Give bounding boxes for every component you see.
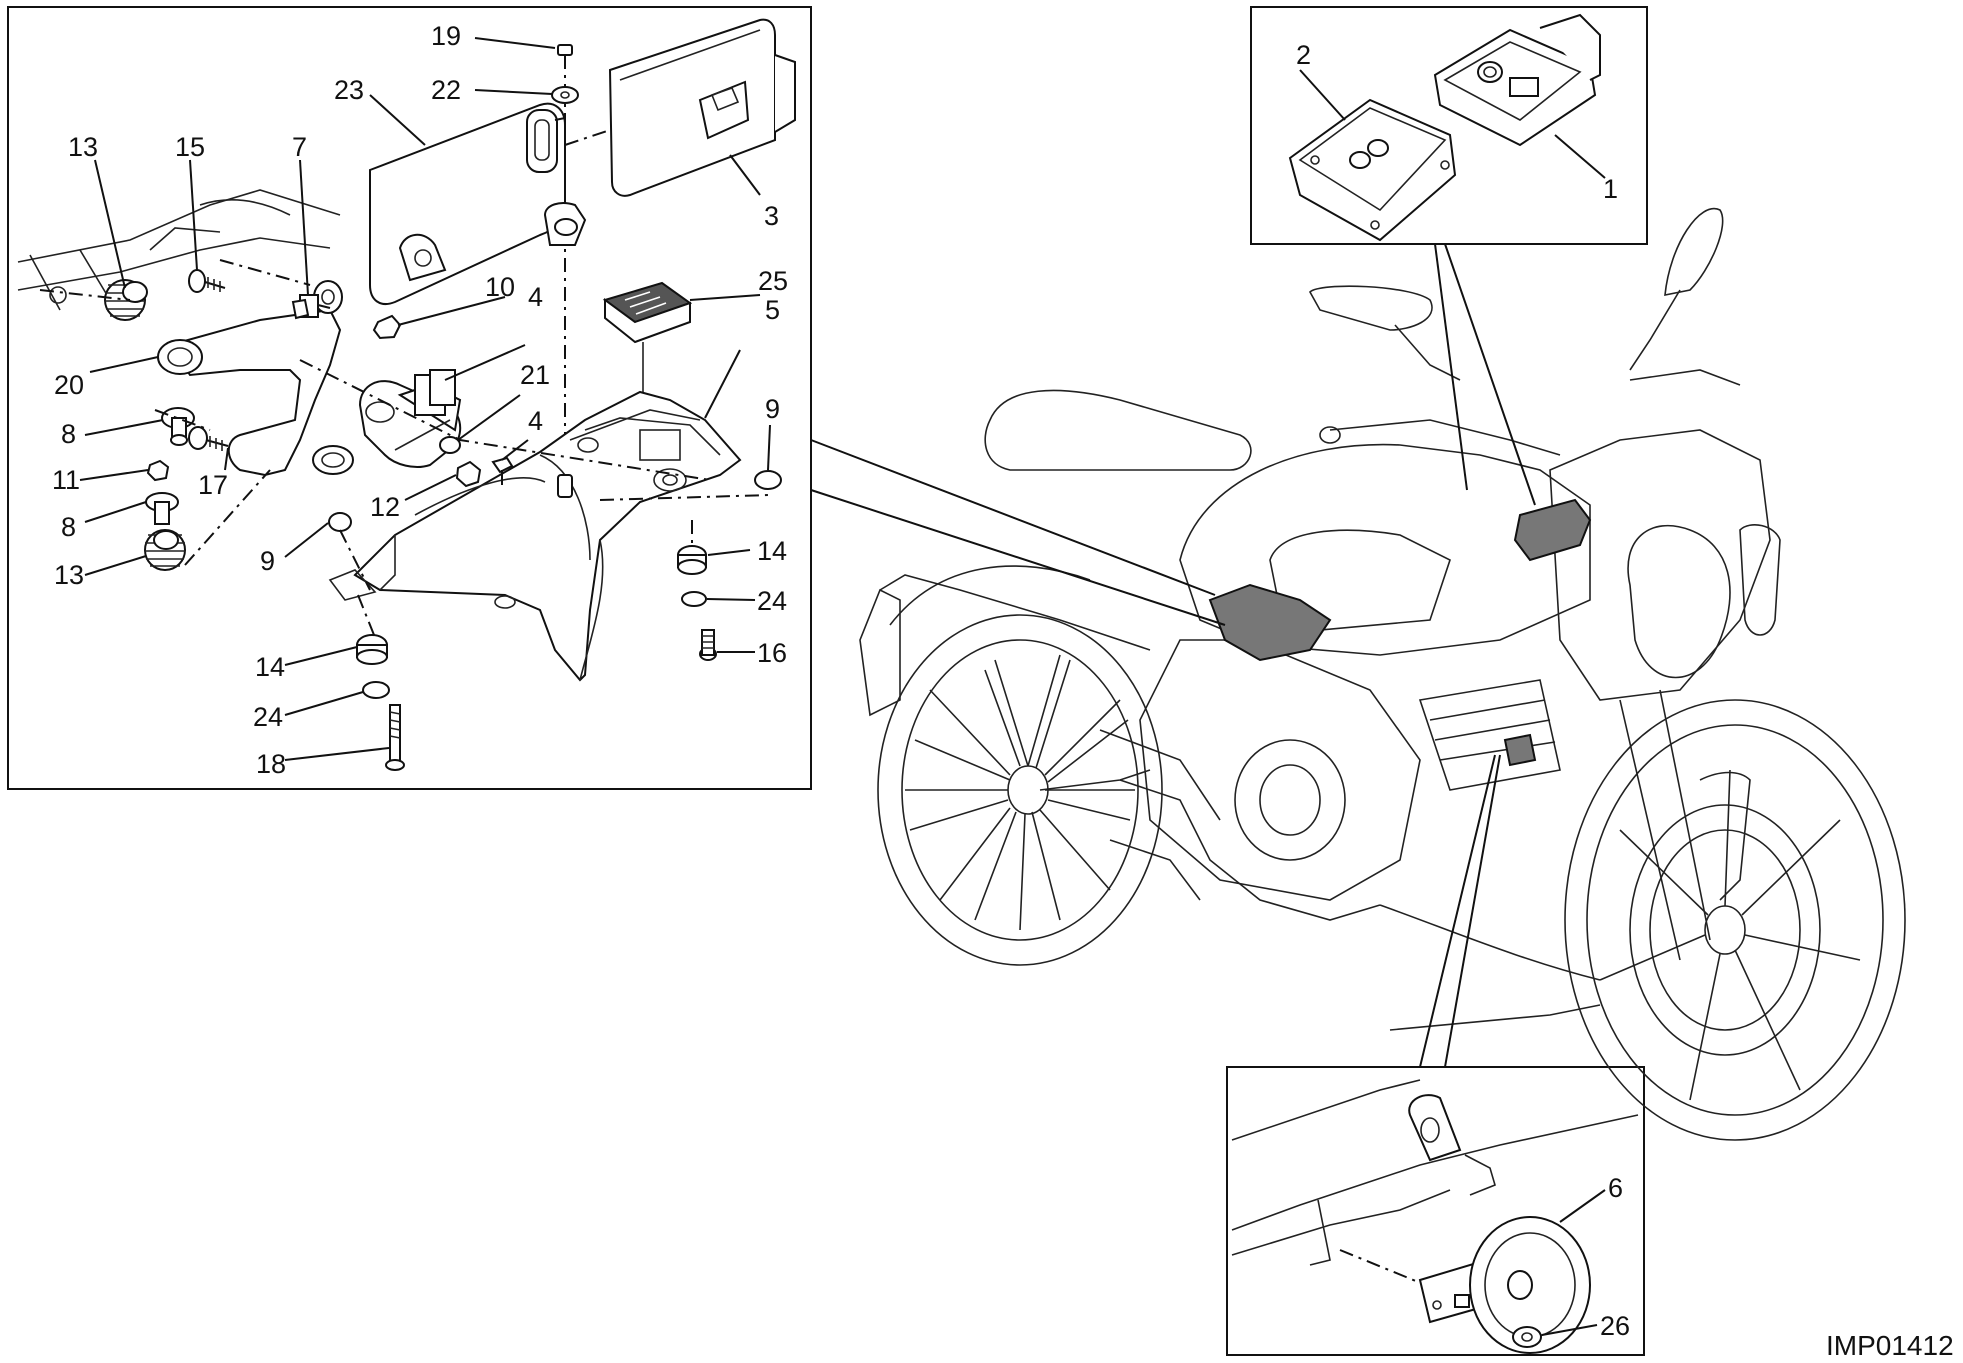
callout-14-left: 14 [255,652,285,682]
callout-6: 6 [1608,1173,1623,1203]
callout-labels: 19 22 23 3 13 15 7 10 25 20 4 21 5 9 8 4… [52,21,1630,1341]
callout-7: 7 [292,132,307,162]
callout-11: 11 [52,465,80,495]
callout-leaders [79,37,1606,1336]
callout-3: 3 [764,201,779,231]
part-11-nut [146,459,170,482]
part-20-washer [157,339,203,375]
callout-2: 2 [1296,40,1311,70]
callout-15: 15 [175,132,205,162]
callout-1: 1 [1603,174,1618,204]
part-12-nut [455,460,482,488]
part-19-screw [557,44,573,68]
detail-box-horn [1226,1066,1645,1356]
part-3-housing [608,18,796,197]
callout-16: 16 [757,638,787,668]
part-14-grommet-left [356,634,388,665]
callout-17: 17 [198,470,228,500]
part-5-tray [328,390,742,682]
callout-4-upper: 4 [528,282,543,312]
callout-10: 10 [485,272,515,302]
callout-22: 22 [431,75,461,105]
part-22-washer [551,86,579,104]
rear-wheel [877,614,1163,966]
callout-4-lower: 4 [528,406,543,436]
callout-21: 21 [520,360,550,390]
callout-9-left: 9 [260,546,275,576]
highlight-horn-location [1503,733,1537,767]
callout-9-right: 9 [765,394,780,424]
part-2-cover [1288,98,1457,242]
part-9-grommet-left [328,512,352,532]
callout-24-left: 24 [253,702,283,732]
part-18-screw [385,704,405,771]
part-6-horn [1418,1216,1591,1354]
callout-8-lower: 8 [61,512,76,542]
part-16-screw [699,629,717,661]
part-1-ecu [1433,13,1601,147]
part-9-grommet-right [754,470,782,490]
part-13-gear-lower [144,529,186,571]
part-26-screw [1512,1326,1542,1348]
part-14-grommet-right [677,545,707,575]
part-17-screw [188,426,229,451]
part-20-bracket [168,280,354,477]
callout-25: 25 [758,266,788,296]
box-leader-lines [810,243,1536,1068]
part-24-washer-right [681,591,707,607]
highlight-control-unit-location [1513,498,1592,562]
callout-19: 19 [431,21,461,51]
drawing-code: IMP01412 [1826,1330,1954,1361]
callout-14-right: 14 [757,536,787,566]
part-8-bushing-upper [161,407,195,446]
part-10-nut [372,314,402,340]
detail-box-control-units [1250,6,1648,245]
motorcycle-overview [859,207,1906,1141]
front-wheel [1564,699,1906,1141]
part-23-grommet [543,202,587,246]
part-8-bushing-lower [145,492,179,525]
detail-box-electrical-parts [7,6,812,790]
part-7-stud [291,294,331,320]
callout-13-lower: 13 [54,560,84,590]
frame-sketch [17,189,341,311]
callout-8-upper: 8 [61,419,76,449]
part-13-gear-upper [104,279,148,321]
part-25-module [602,281,693,344]
callout-26: 26 [1600,1311,1630,1341]
callout-23: 23 [334,75,364,105]
part-24-washer-left [362,681,390,699]
callout-24-right: 24 [757,586,787,616]
part-21-washer [439,436,461,454]
callout-13-upper: 13 [68,132,98,162]
callout-12: 12 [370,492,400,522]
highlight-electrical-tray-location [1208,583,1332,662]
callout-5: 5 [765,295,780,325]
callout-18: 18 [256,749,286,779]
callout-20: 20 [54,370,84,400]
part-15-screw [188,269,226,293]
